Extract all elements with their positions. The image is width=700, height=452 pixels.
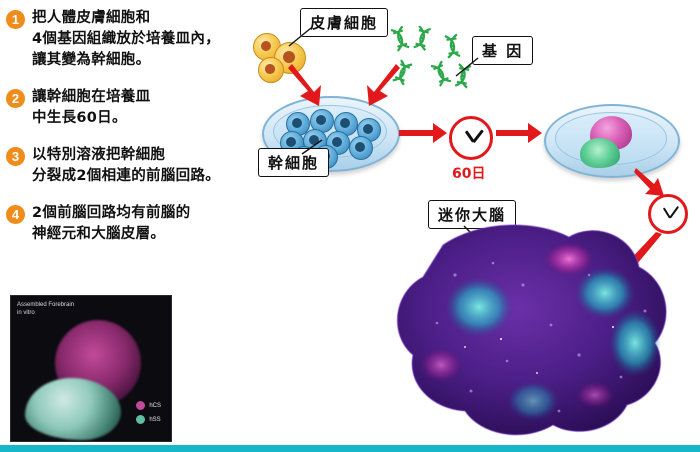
photo-legend: hCS hSS: [136, 401, 161, 429]
organoid-microscopy-image: [383, 215, 683, 445]
genes-leader-line: [455, 57, 479, 77]
forebrain-organoid-green: [580, 138, 620, 168]
photo-forebrain-green: [25, 378, 121, 440]
step-number-2: 2: [6, 89, 25, 108]
step-text-1: 把人體皮膚細胞和 4個基因組織放於培養皿內， 讓其變為幹細胞。: [32, 10, 220, 68]
microscopy-photo-inset: Assembled Forebrain in vitro hCS hSS: [10, 295, 172, 442]
step-item-3: 3 以特別溶液把幹細胞 分裂成2個相連的前腦回路。: [6, 145, 246, 187]
step-text-4: 2個前腦回路均有前腦的 神經元和大腦皮層。: [32, 205, 191, 242]
step-item-4: 4 2個前腦回路均有前腦的 神經元和大腦皮層。: [6, 203, 246, 245]
skin-cell-3: [258, 57, 284, 83]
legend-dot-hcs: [136, 401, 146, 410]
photo-legend-item-hcs: hCS: [136, 401, 161, 410]
arrow-clock-to-dish2: [496, 123, 542, 143]
clock-icon-second: [648, 194, 688, 234]
step-item-1: 1 把人體皮膚細胞和 4個基因組織放於培養皿內， 讓其變為幹細胞。: [6, 8, 246, 71]
legend-dot-hss: [136, 415, 146, 424]
clock-icon-60-days: [449, 116, 493, 160]
dna-strand-group: [385, 25, 495, 104]
steps-list: 1 把人體皮膚細胞和 4個基因組織放於培養皿內， 讓其變為幹細胞。 2 讓幹細胞…: [6, 8, 246, 261]
arrow-dish-to-clock: [399, 123, 447, 143]
culture-dish-organoids: [544, 104, 680, 178]
step-item-2: 2 讓幹細胞在培養皿 中生長60日。: [6, 87, 246, 129]
step-number-4: 4: [6, 205, 25, 224]
step-text-2: 讓幹細胞在培養皿 中生長60日。: [32, 89, 151, 126]
callout-stem-cells: 幹細胞: [258, 148, 330, 177]
photo-caption: Assembled Forebrain in vitro: [17, 301, 74, 317]
arrow-skin-to-dish: [288, 64, 321, 106]
photo-legend-item-hss: hSS: [136, 415, 161, 424]
step-number-3: 3: [6, 147, 25, 166]
clock-hand-minute: [472, 129, 484, 143]
legend-label-hss: hSS: [149, 416, 161, 423]
callout-skin-cells: 皮膚細胞: [300, 8, 389, 37]
stem-cells-leader-line: [301, 139, 323, 155]
stem-cell: [349, 136, 373, 160]
skin-cells-leader-line: [288, 27, 312, 47]
legend-label-hcs: hCS: [149, 402, 161, 409]
step-number-1: 1: [6, 10, 25, 29]
step-text-3: 以特別溶液把幹細胞 分裂成2個相連的前腦回路。: [32, 147, 220, 184]
photo-caption-line1: Assembled Forebrain: [17, 302, 75, 308]
arrow-dish2-to-clock2: [634, 168, 664, 196]
arrow-genes-to-dish: [367, 64, 400, 106]
photo-caption-line2: in vitro: [17, 310, 35, 316]
callout-genes: 基 因: [472, 36, 534, 65]
label-60-days: 60日: [452, 166, 486, 182]
bottom-accent-bar: [0, 445, 700, 452]
callout-mini-brain: 迷你大腦: [428, 200, 517, 229]
